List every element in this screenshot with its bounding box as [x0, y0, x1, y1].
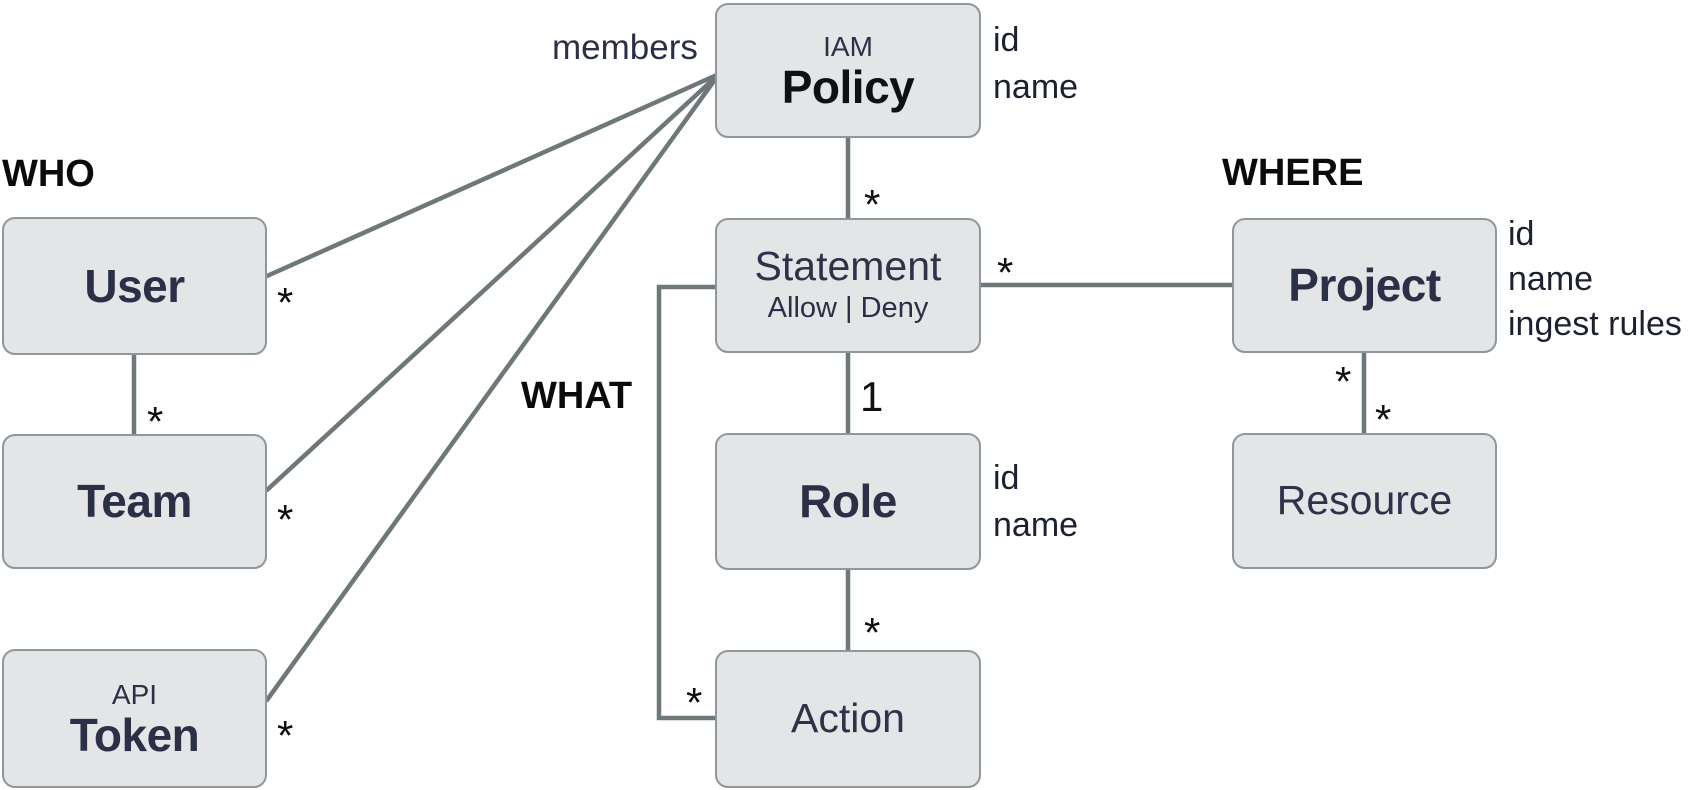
entity-statement-title: Statement: [754, 243, 942, 290]
policy-attr-id: id: [993, 21, 1020, 59]
entity-action: Action: [715, 650, 981, 788]
project-attr-name: name: [1508, 260, 1594, 298]
entity-policy-caption: IAM: [823, 30, 873, 62]
mult-statement-role: 1: [860, 373, 884, 420]
group-label-who: WHO: [2, 153, 95, 195]
entity-project-title: Project: [1288, 259, 1441, 312]
entity-token-caption: API: [111, 678, 158, 710]
entity-team: Team: [2, 434, 267, 569]
entity-statement-subtitle: Allow | Deny: [767, 292, 929, 325]
mult-project-resource-top: *: [1335, 358, 1352, 405]
mult-user-policy: *: [277, 279, 294, 326]
entity-policy: IAM Policy: [715, 3, 981, 138]
edge-token-policy: [264, 71, 722, 703]
entity-resource-title: Resource: [1276, 477, 1453, 524]
role-attributes: id name: [993, 455, 1078, 549]
project-attr-ingest-rules: ingest rules: [1508, 305, 1682, 343]
entity-token: API Token: [2, 649, 267, 788]
policy-attr-name: name: [993, 68, 1079, 106]
role-attr-id: id: [993, 459, 1020, 497]
mult-user-team: *: [147, 398, 164, 445]
role-attr-name: name: [993, 506, 1079, 544]
edge-user-policy: [264, 71, 722, 279]
entity-user-title: User: [84, 259, 185, 312]
policy-attributes: id name: [993, 17, 1078, 111]
mult-role-action: *: [864, 609, 881, 656]
edge-team-policy: [264, 71, 722, 493]
entity-team-title: Team: [77, 475, 192, 528]
project-attributes: id name ingest rules: [1508, 212, 1682, 347]
mult-team-policy: *: [277, 496, 294, 543]
entity-resource: Resource: [1232, 433, 1497, 569]
edge-statement-action: [656, 284, 721, 721]
edge-label-members: members: [552, 28, 698, 67]
entity-project: Project: [1232, 218, 1497, 353]
mult-policy-statement: *: [864, 181, 881, 228]
mult-statement-project: *: [997, 249, 1014, 296]
group-label-what: WHAT: [521, 375, 633, 417]
entity-policy-title: Policy: [781, 61, 915, 114]
entity-user: User: [2, 217, 267, 355]
entity-action-title: Action: [791, 695, 905, 742]
entity-role: Role: [715, 433, 981, 570]
entity-token-title: Token: [69, 709, 200, 762]
mult-project-resource-bottom: *: [1375, 396, 1392, 443]
entity-role-title: Role: [799, 475, 897, 528]
group-label-where: WHERE: [1222, 152, 1364, 194]
mult-statement-action: *: [686, 679, 703, 726]
project-attr-id: id: [1508, 215, 1535, 253]
mult-token-policy: *: [277, 712, 294, 759]
entity-statement: Statement Allow | Deny: [715, 218, 981, 353]
